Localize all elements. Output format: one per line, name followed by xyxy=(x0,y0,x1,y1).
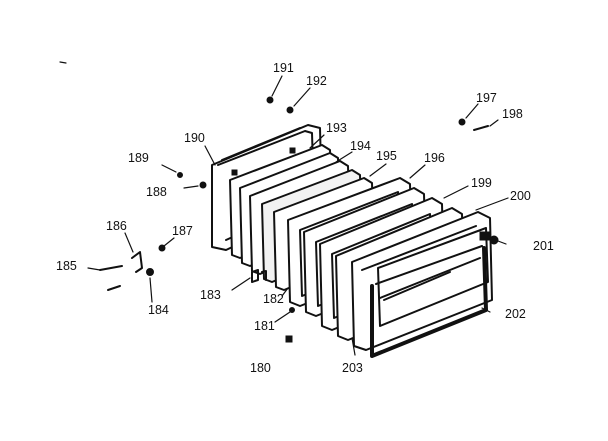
label-192: 192 xyxy=(306,74,327,88)
part-197-screw xyxy=(458,118,466,126)
part-201-knob xyxy=(489,235,499,245)
label-201: 201 xyxy=(533,239,554,253)
label-186: 186 xyxy=(106,219,127,233)
part-191-screw xyxy=(266,96,274,104)
label-188: 188 xyxy=(146,185,167,199)
part-198-pin xyxy=(473,125,489,131)
part-189-screw xyxy=(177,172,183,178)
part-187-screw xyxy=(158,244,166,252)
label-196: 196 xyxy=(424,151,445,165)
part-186-hinge xyxy=(131,251,143,273)
label-195: 195 xyxy=(376,149,397,163)
label-199: 199 xyxy=(471,176,492,190)
part-183-bracket xyxy=(251,269,267,283)
label-200: 200 xyxy=(510,189,531,203)
label-183: 183 xyxy=(200,288,221,302)
part-180-block xyxy=(285,335,293,343)
door-trim xyxy=(370,245,488,358)
stray-mark xyxy=(59,61,67,64)
label-187: 187 xyxy=(172,224,193,238)
label-180: 180 xyxy=(250,361,271,375)
part-184-washer xyxy=(146,268,154,276)
label-190: 190 xyxy=(184,131,205,145)
part-192-screw xyxy=(286,106,294,114)
label-181: 181 xyxy=(254,319,275,333)
label-197: 197 xyxy=(476,91,497,105)
part-188-screw xyxy=(199,181,207,189)
part-185-rod xyxy=(99,265,123,271)
label-191: 191 xyxy=(273,61,294,75)
label-193: 193 xyxy=(326,121,347,135)
label-189: 189 xyxy=(128,151,149,165)
label-203: 203 xyxy=(342,361,363,375)
label-182: 182 xyxy=(263,292,284,306)
label-194: 194 xyxy=(350,139,371,153)
part-181-screw xyxy=(289,307,295,313)
hardware-parts xyxy=(99,96,499,343)
label-198: 198 xyxy=(502,107,523,121)
part-185-clip xyxy=(107,285,121,291)
leader-lines xyxy=(87,75,509,356)
part-labels: 191 192 190 193 189 194 195 196 188 197 … xyxy=(56,61,554,375)
label-185: 185 xyxy=(56,259,77,273)
label-184: 184 xyxy=(148,303,169,317)
label-202: 202 xyxy=(505,307,526,321)
